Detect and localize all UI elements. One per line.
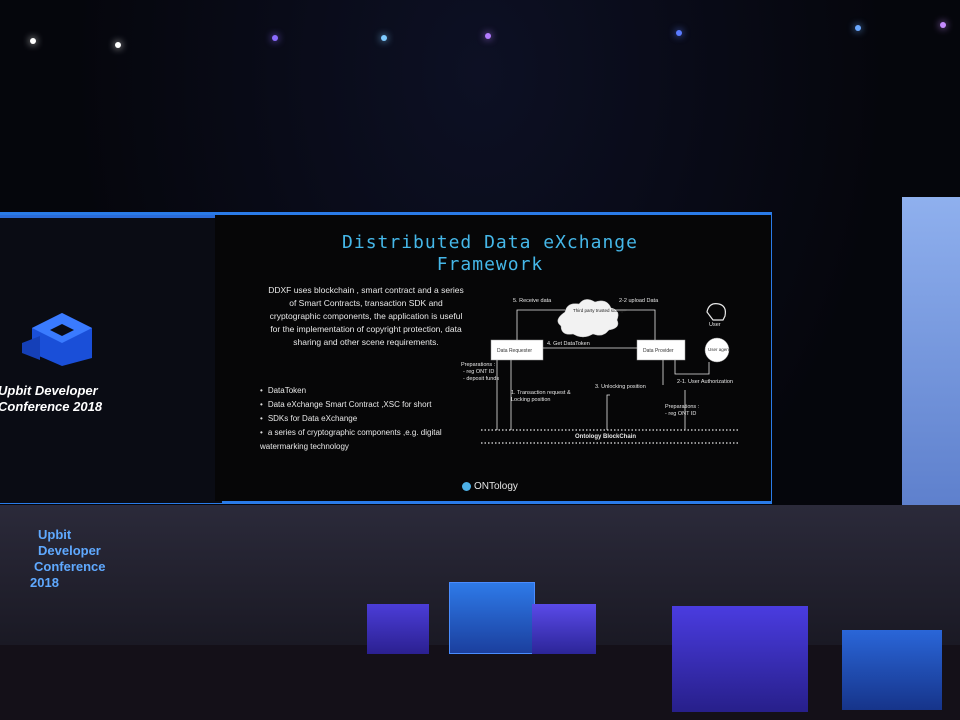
left-screen-brand: Upbit Developer Conference 2018 [0, 383, 102, 415]
ontology-logo-text: ONTology [474, 481, 518, 492]
user-agent-circle [704, 337, 730, 363]
wall-brand-line3: Conference [34, 559, 106, 574]
ceiling-light [115, 42, 121, 48]
stage-cube-purple [367, 604, 429, 654]
bullet-item: DataToken [260, 384, 470, 398]
left-brand-line2: Conference 2018 [0, 399, 103, 414]
slide-title-line2: Framework [436, 254, 544, 275]
third-party-storage-cloud [557, 299, 619, 338]
stage-cube-blue [842, 630, 942, 710]
ceiling-light [940, 22, 946, 28]
get-datatoken-label: 4. Get DataToken [547, 341, 590, 347]
ddxf-flow-diagram: Third party trusted storage Data Request… [461, 298, 739, 444]
prep-req-line2: - deposit funds [463, 376, 499, 382]
user-auth-label: 2-1. User Authorization [677, 379, 733, 385]
user-agent-label: User agent [708, 347, 731, 352]
unlocking-label: 3. Unlocking position [595, 384, 646, 390]
ceiling-light [30, 38, 36, 44]
slide-title-line1: Distributed Data eXchange [342, 232, 638, 253]
wall-brand-line4: 2018 [30, 575, 59, 590]
tx-request-line2: Locking position [511, 397, 550, 403]
stage-cube-purple [672, 606, 808, 712]
stage-floor [0, 645, 960, 720]
ceiling-light [485, 33, 491, 39]
ceiling-light [381, 35, 387, 41]
left-brand-line1: Upbit Developer [0, 383, 98, 398]
slide-title: Distributed Data eXchange Framework [300, 232, 680, 276]
user-head-icon [706, 303, 726, 321]
wall-brand-line1: Upbit [38, 527, 72, 542]
left-screen [0, 215, 222, 503]
user-label: User [709, 322, 721, 328]
bullet-item: Data eXchange Smart Contract ,XSC for sh… [260, 398, 470, 412]
ceiling-light [676, 30, 682, 36]
data-requester-label: Data Requester [497, 348, 532, 354]
ontology-logo: ONTology [462, 481, 518, 492]
upbit-cube-logo [22, 313, 92, 366]
bullet-item: SDKs for Data eXchange [260, 412, 470, 426]
blockchain-label: Ontology BlockChain [575, 434, 636, 440]
upload-data-label: 2-2 upload Data [619, 298, 659, 304]
data-provider-box [636, 339, 686, 361]
right-side-screen [902, 197, 960, 512]
stage-cube-purple [532, 604, 596, 654]
stage-cube-blue [449, 582, 535, 654]
wall-brand-text: Upbit Developer Conference 2018 [30, 527, 106, 591]
ontology-logo-icon [462, 481, 471, 491]
ceiling-light [855, 25, 861, 31]
receive-data-label: 5. Receive data [513, 298, 552, 304]
prep-prov-line1: - reg ONT ID [665, 411, 696, 417]
wall-brand-line2: Developer [38, 543, 101, 558]
tx-request-line1: 1. Transaction request & [511, 390, 571, 396]
third-party-label: Third party trusted storage [573, 308, 626, 313]
prep-req-line1: - reg ONT ID [463, 369, 494, 375]
prep-req-title: Preparations : [461, 362, 496, 368]
data-provider-label: Data Provider [643, 348, 674, 354]
slide-intro-text: DDXF uses blockchain , smart contract an… [268, 285, 464, 347]
prep-prov-title: Preparations : [665, 404, 700, 410]
slide-bullet-list: DataToken Data eXchange Smart Contract ,… [260, 384, 470, 454]
ceiling-light [272, 35, 278, 41]
bullet-item: a series of cryptographic components ,e.… [260, 426, 470, 454]
